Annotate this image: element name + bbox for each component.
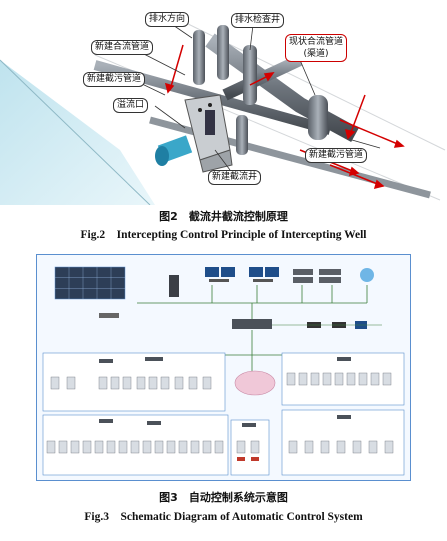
controller-cabinet [304,440,314,454]
controller-cabinet [106,440,116,454]
figure-2-illustration: 排水方向 排水检查井 新建合流管道 现状合流管道 (渠道) 新建截污管道 溢流口… [0,0,447,206]
callout-new-intercepting-pipe-right: 新建截污管道 [305,148,368,163]
controller-cabinet [320,440,330,454]
controller-cabinet [384,440,394,454]
controller-cabinet [58,440,68,454]
callout-existing-combined-pipe-sub: (渠道) [303,49,329,59]
controller-cabinet [190,440,200,454]
controller-cabinet [236,440,246,454]
controller-cabinet [82,440,92,454]
controller-cabinet [368,440,378,454]
flow-arrows [164,44,405,190]
controller-cabinet [110,376,120,390]
controller-cabinet [166,440,176,454]
controller-cabinet [122,376,132,390]
controller-cabinet [288,440,298,454]
manhole-shaft [193,30,205,85]
controller-cabinet [202,440,212,454]
controller-cabinet [178,440,188,454]
figure-2-caption-en: Fig.2 Intercepting Control Principle of … [80,229,367,241]
inspection-well-shaft [243,45,257,105]
controller-cabinet [50,376,60,390]
controller-cabinet [286,372,296,386]
callout-overflow-outlet: 溢流口 [113,98,149,113]
figure-3-system-diagram [36,254,411,481]
controller-cabinet [66,376,76,390]
controller-cabinet [70,440,80,454]
controller-cabinet [154,440,164,454]
figure-3-caption-zh: 图3 自动控制系统示意图 [159,491,288,504]
callout-drain-direction: 排水方向 [145,12,190,27]
controller-cabinet [136,376,146,390]
globe-icon [360,268,374,282]
rack-servers [293,269,341,283]
controller-cabinet [148,376,158,390]
callout-existing-combined-pipe: 现状合流管道 (渠道) [285,34,348,62]
controller-cabinet [174,376,184,390]
controller-cabinet [298,372,308,386]
figure-3-caption-en: Fig.3 Schematic Diagram of Automatic Con… [84,511,363,523]
new-intercepting-pipe [149,116,431,199]
existing-channel-shaft [308,95,328,140]
controller-cabinet [202,376,212,390]
controller-cabinet [382,372,392,386]
controller-cabinet [334,372,344,386]
controller-cabinet [142,440,152,454]
communication-devices [272,321,382,329]
controller-cabinet [336,440,346,454]
video-wall [54,266,126,300]
network-cloud [234,370,276,396]
controller-cabinet [370,372,380,386]
controller-cabinet [346,372,356,386]
server-tower [169,275,179,297]
controller-cabinet [98,376,108,390]
callout-inspection-well: 排水检查井 [231,13,285,28]
controller-cabinet [358,372,368,386]
controller-cabinet [94,440,104,454]
controller-cabinet [352,440,362,454]
controller-cabinet [250,440,260,454]
callout-new-intercepting-well: 新建截流井 [208,170,262,185]
station-group-middle [230,419,270,476]
system-diagram-drawing [42,266,405,476]
callout-existing-combined-pipe-label: 现状合流管道 [289,37,344,47]
callout-new-intercepting-pipe-left: 新建截污管道 [83,72,146,87]
river-water [0,60,155,205]
controller-cabinet [130,440,140,454]
manhole-shaft [217,25,229,80]
existing-combined-channel [205,33,359,143]
controller-cabinet [188,376,198,390]
controller-cabinet [46,440,56,454]
controller-cabinet [160,376,170,390]
core-switch [232,319,272,329]
controller-cabinet [214,440,224,454]
keyboard-icon [99,313,119,318]
overflow-outlet-pipe [155,135,193,166]
controller-cabinet [310,372,320,386]
controller-cabinet [118,440,128,454]
workstations [205,267,279,282]
controller-cabinet [322,372,332,386]
callout-new-combined-pipe: 新建合流管道 [91,40,154,55]
manhole-shaft [236,115,248,155]
figure-2-caption-zh: 图2 截流井截流控制原理 [159,210,288,223]
intercepting-well-box [184,94,233,173]
